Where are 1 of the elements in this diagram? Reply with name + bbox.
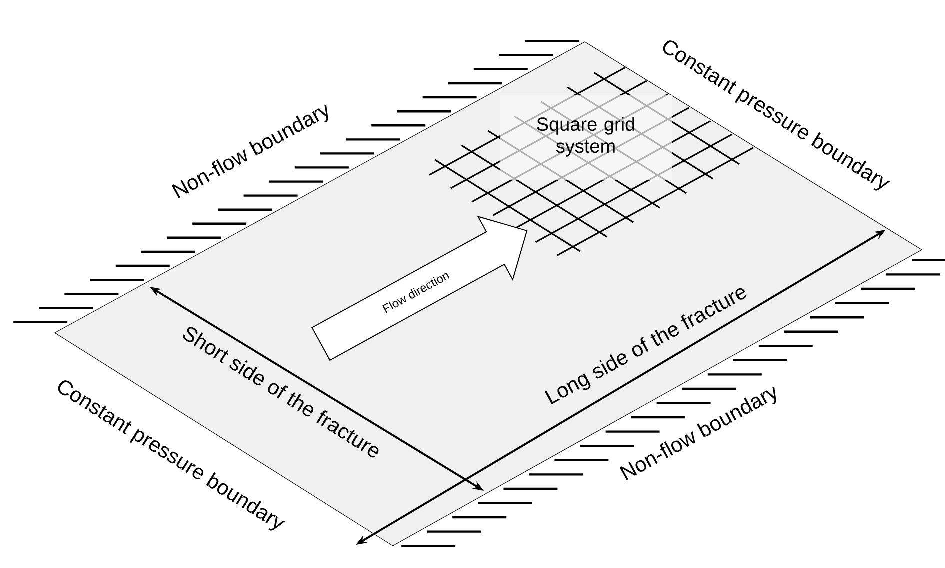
grid-label: Square grid system xyxy=(500,95,672,180)
